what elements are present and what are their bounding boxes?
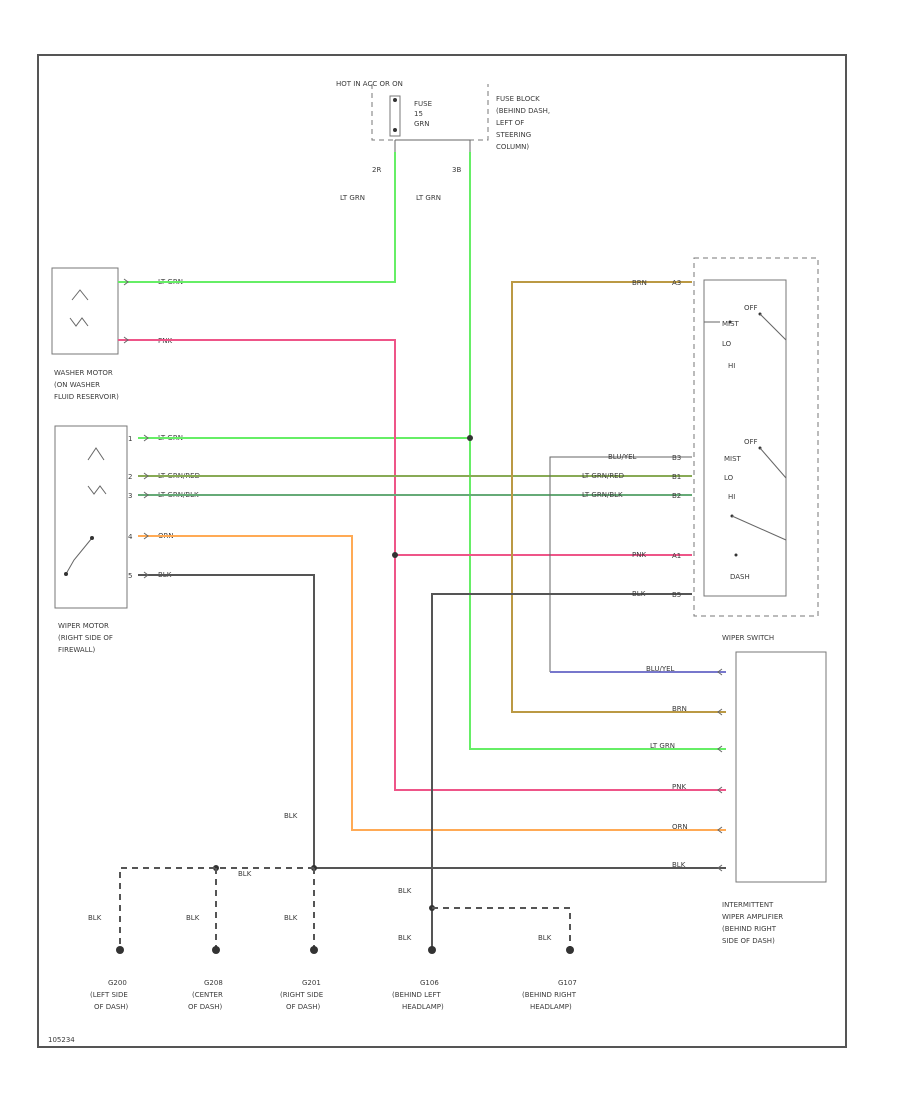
- fuse-wire-right: LT GRN: [416, 194, 441, 202]
- ground-g200-code: G200: [108, 979, 127, 987]
- ground-g208-line-2: OF DASH): [188, 1003, 223, 1011]
- amp-label-line-4: SIDE OF DASH): [722, 937, 775, 945]
- dash-wire-lt-grn-red: LT GRN/RED: [582, 472, 624, 480]
- dash-contact-off-2: OFF: [744, 438, 758, 446]
- splices: [213, 435, 473, 911]
- dash-wire-lt-grn-blk: LT GRN/BLK: [582, 491, 623, 499]
- fuse-name: FUSE: [414, 100, 432, 108]
- washer-motor: WASHER MOTOR (ON WASHER FLUID RESERVOIR)…: [51, 267, 183, 401]
- ground-g106-line-2: HEADLAMP): [402, 1003, 444, 1011]
- fuse-block-label-line-1: FUSE BLOCK: [496, 95, 540, 103]
- fuse-block-label-line-2: (BEHIND DASH,: [496, 107, 550, 115]
- amp-wire-4: PNK: [672, 783, 686, 791]
- g106-wire-top: BLK: [398, 887, 412, 895]
- washer-motor-label-line-2: (ON WASHER: [54, 381, 100, 389]
- ground-branch-wire: BLK: [238, 870, 252, 878]
- g107-wire: BLK: [538, 934, 552, 942]
- washer-motor-label-line-3: FLUID RESERVOIR): [54, 393, 119, 401]
- amp-wire-1: BLU/YEL: [646, 665, 675, 673]
- fuse-color: GRN: [414, 120, 430, 128]
- fuse-wire-left: LT GRN: [340, 194, 365, 202]
- wiper-amplifier: BLU/YEL BRN LT GRN PNK ORN BLK INTERMITT…: [646, 651, 827, 945]
- wire-blk-switch: [431, 593, 692, 948]
- dash-contact-hi-1: HI: [728, 362, 735, 370]
- diagram-frame: [37, 54, 847, 1048]
- dash-pin-b5: B5: [672, 591, 681, 599]
- fuse-block-label-line-3: LEFT OF: [496, 119, 524, 127]
- wiper-motor-label-line-2: (RIGHT SIDE OF: [58, 634, 113, 642]
- g200-wire: BLK: [88, 914, 102, 922]
- ground-g107-line-1: (BEHIND RIGHT: [522, 991, 577, 999]
- dash-contact-lo-2: LO: [724, 474, 734, 482]
- ground-network: BLK BLK BLK BLK BLK BLK BLK BLK G200 (LE…: [88, 812, 577, 1011]
- amp-wire-3: LT GRN: [650, 742, 675, 750]
- fuse-block: HOT IN ACC OR ON FUSE 15 GRN FUSE BLOCK …: [336, 80, 550, 202]
- dash-pin-b1: B1: [672, 473, 681, 481]
- dash-switch: A3 BRN OFF MIST LO HI OFF MIST LO HI B3 …: [582, 257, 819, 642]
- fuse-pin-right: 3B: [452, 166, 461, 174]
- g201-wire: BLK: [284, 914, 298, 922]
- dash-wire-blk: BLK: [632, 590, 646, 598]
- ground-g201-line-1: (RIGHT SIDE: [280, 991, 323, 999]
- dash-contact-mist-1: MIST: [722, 320, 740, 328]
- fuse-pin-left: 2R: [372, 166, 381, 174]
- dash-contact-mist-2: MIST: [724, 455, 742, 463]
- ground-main-wire: BLK: [284, 812, 298, 820]
- amp-label-line-3: (BEHIND RIGHT: [722, 925, 777, 933]
- wire-blk-motor: [138, 574, 315, 868]
- g208-wire: BLK: [186, 914, 200, 922]
- dash-wire-blu-yel: BLU/YEL: [608, 453, 637, 461]
- dash-contact-off-1: OFF: [744, 304, 758, 312]
- amp-wire-6: BLK: [672, 861, 686, 869]
- wiper-pin-1: 1: [128, 435, 132, 443]
- ground-g200-line-1: (LEFT SIDE: [90, 991, 128, 999]
- wiper-motor-label-line-1: WIPER MOTOR: [58, 622, 109, 630]
- wiper-motor: WIPER MOTOR (RIGHT SIDE OF FIREWALL) 1 2…: [54, 425, 200, 654]
- ground-g107-line-2: HEADLAMP): [530, 1003, 572, 1011]
- dash-wire-pnk: PNK: [632, 551, 646, 559]
- dash-pin-a1: A1: [672, 552, 681, 560]
- ground-g106-line-1: (BEHIND LEFT: [392, 991, 441, 999]
- dash-wire-brn: BRN: [632, 279, 647, 287]
- ground-g200-line-2: OF DASH): [94, 1003, 129, 1011]
- amp-label-line-1: INTERMITTENT: [722, 901, 774, 909]
- wiper-pin-2: 2: [128, 473, 132, 481]
- dash-contact-lo-1: LO: [722, 340, 732, 348]
- wire-lt-grn-main: [469, 152, 726, 750]
- amp-label-line-2: WIPER AMPLIFIER: [722, 913, 783, 921]
- wiper-switch-label: WIPER SWITCH: [722, 634, 774, 642]
- wire-brn: [511, 281, 726, 713]
- ground-g106-code: G106: [420, 979, 439, 987]
- washer-motor-label-line-1: WASHER MOTOR: [54, 369, 113, 377]
- dash-pin-b2: B2: [672, 492, 681, 500]
- ground-g208-line-1: (CENTER: [192, 991, 223, 999]
- connector-marks: [123, 278, 723, 872]
- wire-pnk-washer: [118, 339, 726, 791]
- wiper-motor-label-line-3: FIREWALL): [58, 646, 96, 654]
- amp-wire-2: BRN: [672, 705, 687, 713]
- wiper-pin-3: 3: [128, 492, 132, 500]
- wire-blu-yel: [549, 456, 692, 672]
- wire-orn: [138, 535, 726, 831]
- diagram-ref: 105234: [48, 1036, 75, 1044]
- wiper-pin-4: 4: [128, 533, 133, 541]
- g106-wire: BLK: [398, 934, 412, 942]
- ground-g208-code: G208: [204, 979, 223, 987]
- dash-label: DASH: [730, 573, 750, 581]
- ground-g107-code: G107: [558, 979, 577, 987]
- fuse-block-label-line-4: STEERING: [496, 131, 531, 139]
- ground-g201-code: G201: [302, 979, 321, 987]
- fuse-amps: 15: [414, 110, 423, 118]
- fuse-block-label-line-5: COLUMN): [496, 143, 529, 151]
- wires: [118, 152, 726, 948]
- ground-g201-line-2: OF DASH): [286, 1003, 321, 1011]
- amp-wire-5: ORN: [672, 823, 688, 831]
- dash-pin-a3: A3: [672, 279, 681, 287]
- dash-contact-hi-2: HI: [728, 493, 735, 501]
- dash-pin-b3: B3: [672, 454, 681, 462]
- wiper-pin-5: 5: [128, 572, 132, 580]
- wire-lt-grn-washer: [118, 152, 396, 283]
- fuse-power-label: HOT IN ACC OR ON: [336, 80, 403, 88]
